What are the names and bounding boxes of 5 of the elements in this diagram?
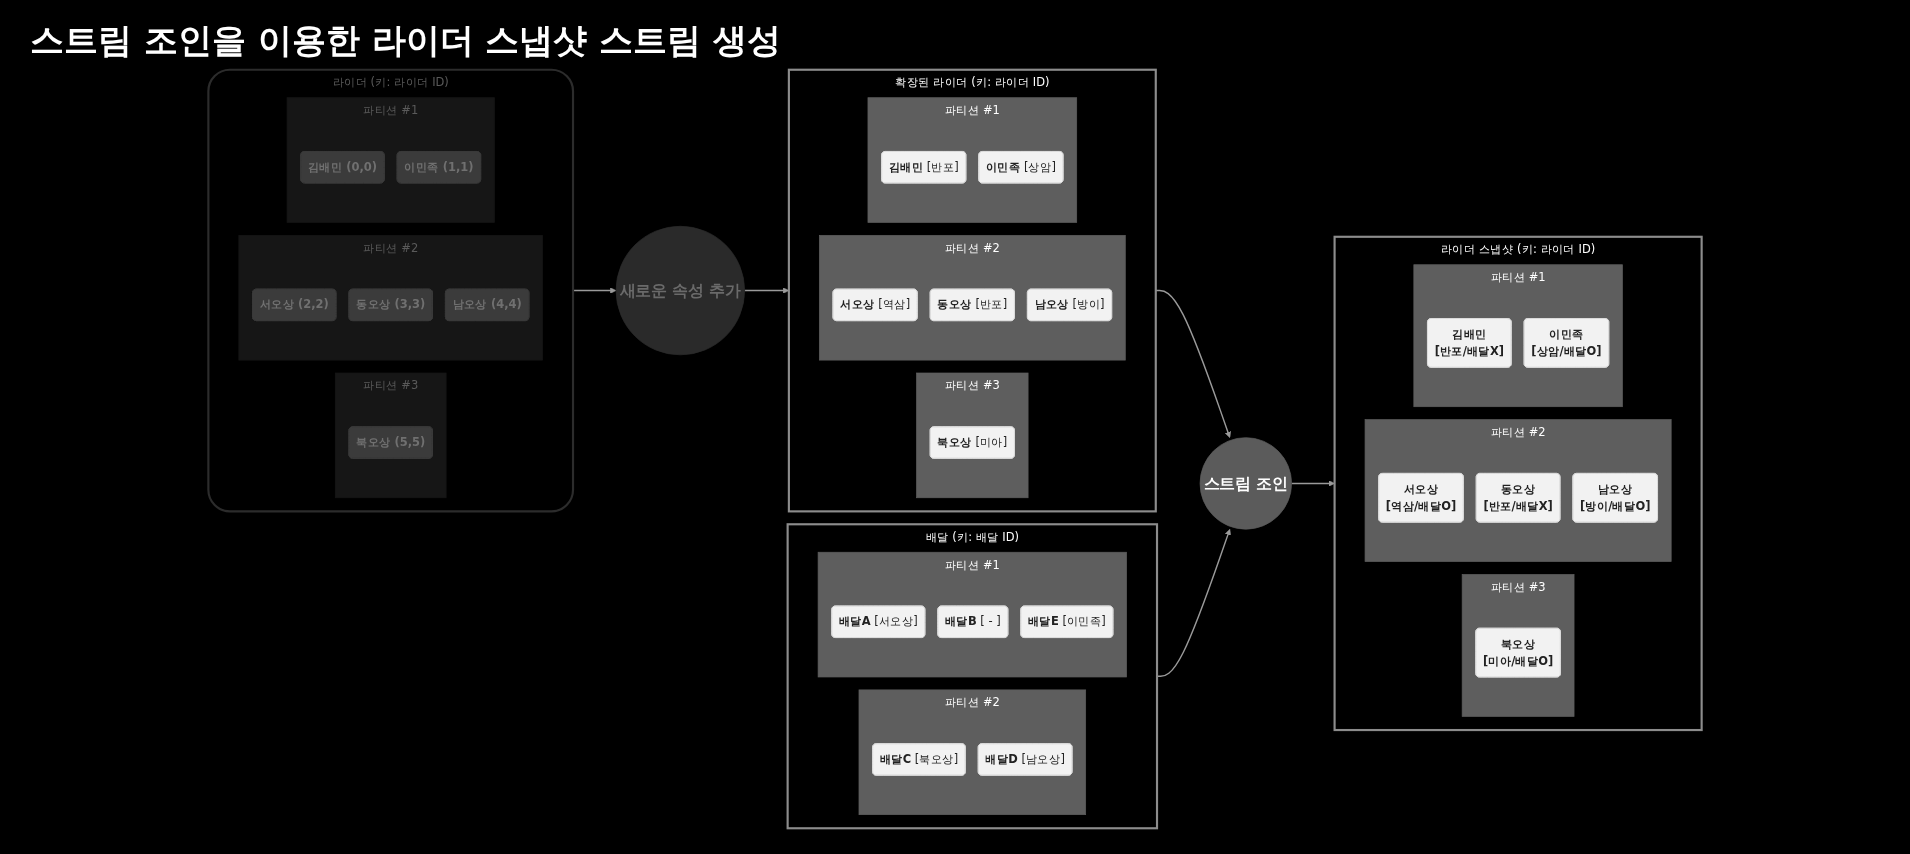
arrow	[1290, 480, 1335, 487]
diagram-title: 스트림 조인을 이용한 라이더 스냅샷 스트림 생성	[30, 19, 782, 62]
arrow	[1155, 289, 1231, 438]
node-circle: 새로운 속성 추가	[615, 225, 745, 356]
node-circle: 스트림 조인	[1199, 437, 1292, 530]
